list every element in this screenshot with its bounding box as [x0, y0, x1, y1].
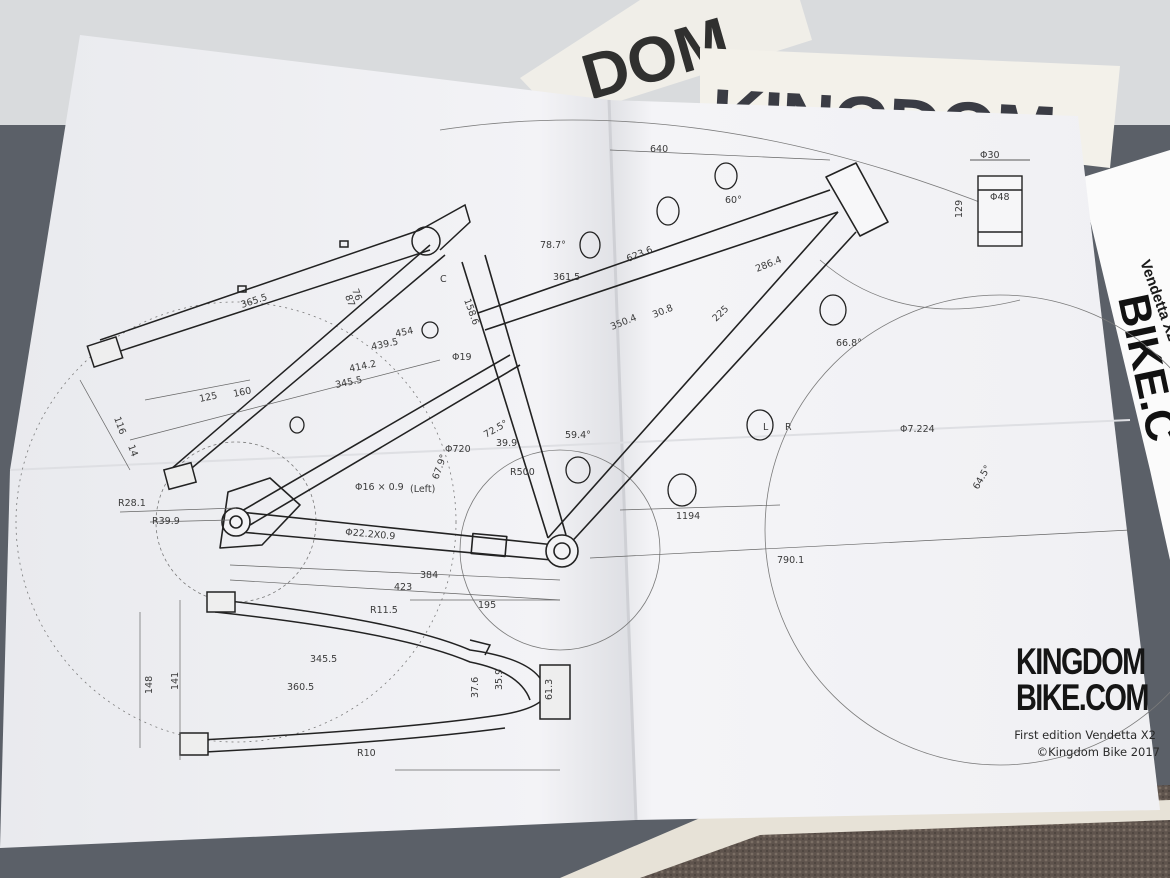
dimension-label: Φ22.2X0.9	[345, 527, 396, 542]
dimension-label: (Left)	[410, 484, 435, 495]
dimension-lines	[79, 149, 1131, 771]
dimension-label: 35.9	[494, 669, 505, 690]
bottom-bracket	[545, 534, 579, 568]
head-tube	[825, 162, 889, 237]
poster-right-page	[608, 100, 1160, 820]
dimension-label: 360.5	[287, 682, 314, 693]
dimension-label: R10	[357, 748, 376, 759]
tube-section-circles	[289, 162, 847, 507]
dimension-label: 423	[394, 582, 412, 593]
chainstay-plan-drawing	[179, 591, 571, 756]
dimension-label: Φ48	[990, 192, 1010, 203]
dropout-plate	[219, 477, 301, 549]
dimension-label: 640	[650, 144, 668, 155]
down-tube	[547, 211, 857, 549]
copyright-caption: ©Kingdom Bike 2017	[1036, 745, 1160, 759]
dimension-label: 1194	[676, 511, 700, 522]
dimension-label: 37.6	[470, 677, 481, 698]
dimension-label: 66.8°	[836, 338, 862, 349]
dimension-label: R11.5	[370, 605, 398, 616]
dimension-label: Φ7.224	[900, 424, 935, 435]
logo-line-1: KINGDOM	[1016, 641, 1146, 682]
sticker-sheet-top	[520, 0, 812, 120]
edition-caption: First edition Vendetta X2	[1014, 728, 1156, 742]
dimension-label: 384	[420, 570, 438, 581]
dimension-label: C	[440, 274, 447, 285]
dimension-label: 125	[198, 390, 218, 405]
seatstay	[239, 354, 521, 526]
dimension-label: 345.5	[310, 654, 337, 665]
logo-line-2: BIKE.COM	[1016, 677, 1149, 718]
dimension-label: R	[785, 422, 792, 433]
dimension-label: 790.1	[777, 555, 804, 566]
white-table-edge	[560, 800, 1170, 878]
head-tube-detail	[970, 159, 1030, 247]
seat-tube	[461, 254, 567, 539]
dimension-label: R28.1	[118, 498, 146, 509]
dimension-label: 361.5	[553, 272, 580, 283]
center-fold	[607, 99, 638, 821]
dimension-label: L	[763, 422, 769, 433]
dimension-label: 160	[232, 385, 252, 400]
side-sheet	[1080, 150, 1170, 560]
dimension-label: Φ16 × 0.9	[355, 482, 404, 493]
seatstay-detail-drawing	[86, 203, 471, 491]
chainstay-yoke	[470, 532, 508, 558]
poster-left-page	[0, 35, 636, 848]
dimension-label: 14	[125, 443, 139, 458]
dimension-label: 129	[954, 200, 965, 218]
bike-frame-drawing	[219, 162, 889, 568]
top-tube	[477, 189, 839, 331]
dimension-label: 60°	[725, 195, 742, 206]
bottom-bracket-inner	[553, 542, 571, 560]
dimension-label: 454	[394, 325, 414, 340]
horizontal-fold	[9, 419, 1131, 471]
rear-dropout	[221, 507, 251, 537]
dimension-label: 61.3	[544, 679, 555, 700]
dimension-label: 195	[478, 600, 496, 611]
dimension-label: 39.9	[496, 438, 517, 449]
dimension-label: 87	[342, 293, 356, 308]
dimension-label: 141	[170, 672, 181, 690]
dimension-label: R39.9	[152, 516, 180, 527]
dimension-label: 76	[349, 287, 363, 302]
dimension-label: R500	[510, 467, 535, 478]
rear-axle-hole	[229, 515, 243, 529]
dimension-label: Φ720	[445, 444, 471, 455]
dimension-label: Φ19	[452, 352, 472, 363]
dimension-label: 148	[144, 676, 155, 694]
dimension-label: 59.4°	[565, 430, 591, 441]
construction-arcs	[15, 119, 1170, 766]
dimension-label: Φ30	[980, 150, 1000, 161]
kingdom-bike-logo: KINGDOM BIKE.COM	[1016, 641, 1164, 718]
dimension-label: 78.7°	[540, 240, 566, 251]
